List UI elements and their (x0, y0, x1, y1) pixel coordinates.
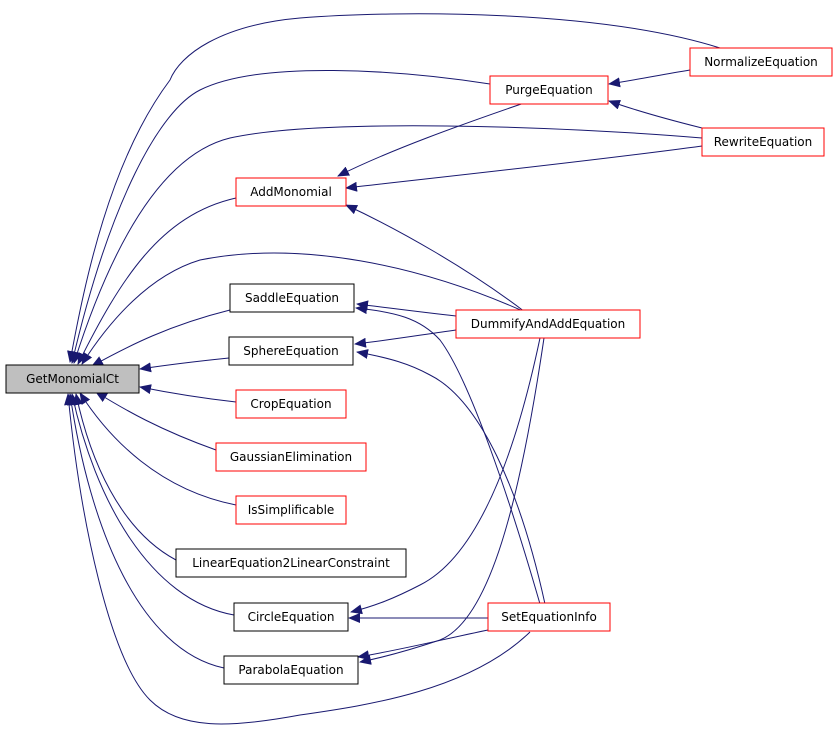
node-rewriteequation[interactable]: RewriteEquation (701, 127, 825, 157)
node-normalizeequation-box (689, 47, 833, 77)
node-purgeequation-box (489, 75, 609, 105)
edge-setequationinfo-to-saddle (355, 304, 541, 605)
node-saddleequation[interactable]: SaddleEquation (229, 283, 355, 313)
edge-addmonomial-to-getmonomialct (77, 197, 237, 365)
node-sphereequation-label: SphereEquation (243, 344, 338, 358)
node-issimplificable-box (235, 495, 347, 525)
node-linearequation2linearconstraint-box (175, 548, 407, 578)
edge-parabola-to-getmonomialct (66, 393, 225, 669)
node-gaussianelimination[interactable]: GaussianElimination (215, 442, 367, 472)
edge-purge-to-addmonomial (337, 100, 531, 177)
node-addmonomial-box (235, 177, 347, 207)
edge-dummify-to-getmonomialct (81, 252, 526, 365)
node-setequationinfo[interactable]: SetEquationInfo (487, 602, 611, 632)
edge-setequationinfo-to-sphere (356, 349, 546, 605)
edge-dummify-to-sphere (354, 329, 457, 348)
node-setequationinfo-label: SetEquationInfo (501, 610, 597, 624)
node-normalizeequation-label: NormalizeEquation (704, 55, 818, 69)
node-getmonomialct-label: GetMonomialCt (26, 372, 119, 386)
node-dummifyandaddequation-label: DummifyAndAddEquation (471, 317, 625, 331)
edge-purge-to-getmonomialct (69, 70, 491, 364)
node-sphereequation-box (228, 336, 354, 366)
edge-linear-to-getmonomialct (73, 393, 177, 561)
edge-rewrite-to-addmonomial (345, 145, 703, 192)
node-cropequation-box (235, 389, 347, 419)
node-circleequation[interactable]: CircleEquation (233, 602, 349, 632)
edge-rewrite-to-purge (608, 99, 703, 129)
node-getmonomialct-box (5, 364, 140, 394)
edge-dummify-to-circle (350, 337, 541, 615)
node-cropequation[interactable]: CropEquation (235, 389, 347, 419)
node-addmonomial-label: AddMonomial (250, 185, 332, 199)
node-rewriteequation-label: RewriteEquation (714, 135, 813, 149)
node-linearequation2linearconstraint-label: LinearEquation2LinearConstraint (192, 556, 390, 570)
edge-normalize-to-getmonomialct (67, 13, 721, 363)
edge-saddle-to-getmonomialct (91, 309, 231, 367)
edge-crop-to-getmonomialct (139, 384, 237, 403)
edge-circle-to-getmonomialct (69, 393, 235, 616)
node-getmonomialct[interactable]: GetMonomialCt (5, 364, 140, 394)
edge-dummify-to-parabola (359, 337, 545, 665)
node-saddleequation-label: SaddleEquation (245, 291, 339, 305)
edges (64, 13, 721, 725)
node-dummifyandaddequation-box (455, 309, 641, 339)
edge-setequationinfo-to-getmonomialct (64, 393, 531, 725)
node-rewriteequation-box (701, 127, 825, 157)
node-parabolaequation-label: ParabolaEquation (238, 663, 343, 677)
node-circleequation-box (233, 602, 349, 632)
node-purgeequation-label: PurgeEquation (505, 83, 593, 97)
edge-normalize-to-purge (608, 69, 691, 88)
edge-setequationinfo-to-parabola (357, 629, 489, 661)
node-dummifyandaddequation[interactable]: DummifyAndAddEquation (455, 309, 641, 339)
edge-sphere-to-getmonomialct (139, 357, 230, 373)
edge-issimplificable-to-getmonomialct (79, 392, 237, 506)
node-issimplificable-label: IsSimplificable (248, 503, 335, 517)
node-purgeequation[interactable]: PurgeEquation (489, 75, 609, 105)
node-saddleequation-box (229, 283, 355, 313)
edge-rewrite-to-getmonomialct (72, 125, 703, 364)
node-cropequation-label: CropEquation (250, 397, 331, 411)
node-gaussianelimination-box (215, 442, 367, 472)
node-linearequation2linearconstraint[interactable]: LinearEquation2LinearConstraint (175, 548, 407, 578)
edge-gaussian-to-getmonomialct (95, 391, 217, 451)
node-normalizeequation[interactable]: NormalizeEquation (689, 47, 833, 77)
node-sphereequation[interactable]: SphereEquation (228, 336, 354, 366)
node-circleequation-label: CircleEquation (248, 610, 335, 624)
node-addmonomial[interactable]: AddMonomial (235, 177, 347, 207)
node-setequationinfo-box (487, 602, 611, 632)
node-parabolaequation-box (223, 655, 359, 685)
node-gaussianelimination-label: GaussianElimination (230, 450, 352, 464)
edge-dummify-to-addmonomial (345, 204, 526, 313)
node-issimplificable[interactable]: IsSimplificable (235, 495, 347, 525)
node-parabolaequation[interactable]: ParabolaEquation (223, 655, 359, 685)
